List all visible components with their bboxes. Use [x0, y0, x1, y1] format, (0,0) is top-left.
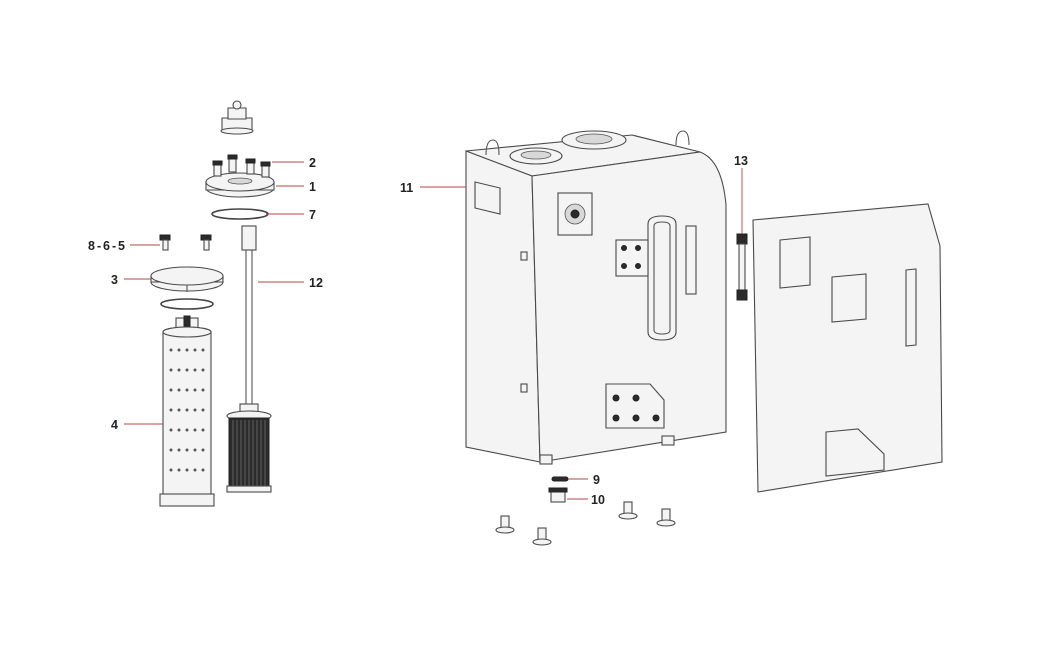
mounting-bolts: [495, 501, 676, 546]
callout-7: 7: [309, 208, 316, 222]
drain-fittings: [548, 476, 569, 503]
callout-3: 3: [111, 273, 118, 287]
callout-8: 8: [88, 239, 95, 253]
callout-2: 2: [309, 156, 316, 170]
callout-9: 9: [593, 473, 600, 487]
callout-1: 1: [309, 180, 316, 194]
level-sight-tube: [736, 233, 748, 301]
gasket-ring-lower: [160, 298, 214, 310]
gasket-ring-upper: [211, 208, 269, 220]
callout-11: 11: [400, 181, 413, 195]
suction-strainer: [226, 225, 272, 493]
callout-12: 12: [309, 276, 323, 290]
callout-4: 4: [111, 418, 118, 432]
filter-cover: [150, 266, 224, 292]
small-bolts: [159, 234, 212, 251]
hydraulic-tank: [465, 130, 727, 465]
side-cover-panel: [752, 203, 943, 493]
callout-10: 10: [591, 493, 605, 507]
svg-text:-: -: [112, 239, 116, 253]
leader-lines: [124, 161, 743, 500]
top-flange: [205, 172, 275, 198]
return-filter: [159, 315, 215, 507]
callout-labels: 2 1 7 12 8 - 6 - 5 3 4 11 13 9 10: [88, 154, 748, 507]
breather-cap: [220, 100, 254, 135]
callout-6: 6: [103, 239, 110, 253]
flange-bolts: [212, 154, 271, 178]
callout-5: 5: [118, 239, 125, 253]
callout-13: 13: [734, 154, 748, 168]
svg-text:-: -: [97, 239, 101, 253]
